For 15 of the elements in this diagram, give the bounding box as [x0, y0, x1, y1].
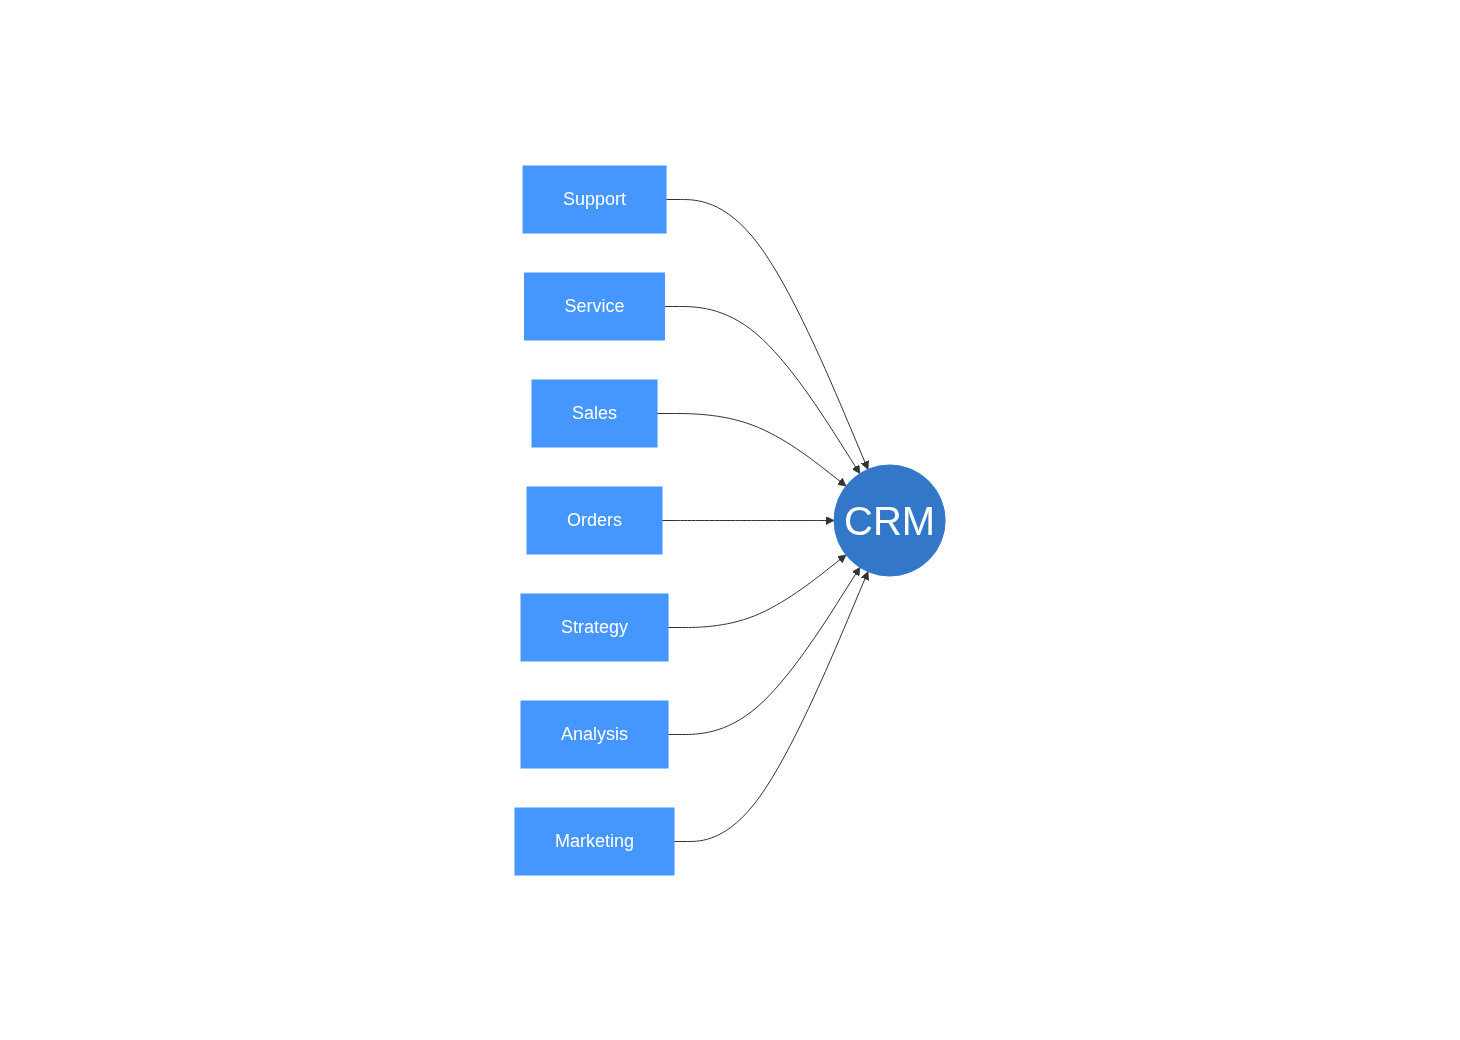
node-circle: CRM	[833, 463, 946, 577]
node-box: Service	[523, 272, 665, 340]
node-box: Orders	[526, 486, 663, 554]
arrow	[663, 305, 861, 474]
arrow	[667, 566, 861, 735]
arrow	[665, 198, 869, 470]
arrow	[661, 515, 835, 525]
arrow	[667, 554, 847, 628]
node-box: Strategy	[520, 593, 669, 661]
arrow	[656, 412, 847, 486]
node-box: Analysis	[520, 700, 669, 768]
node-box: Sales	[531, 379, 658, 447]
node-box: Support	[522, 165, 667, 233]
node-box: Marketing	[514, 807, 675, 875]
arrow	[673, 570, 869, 842]
